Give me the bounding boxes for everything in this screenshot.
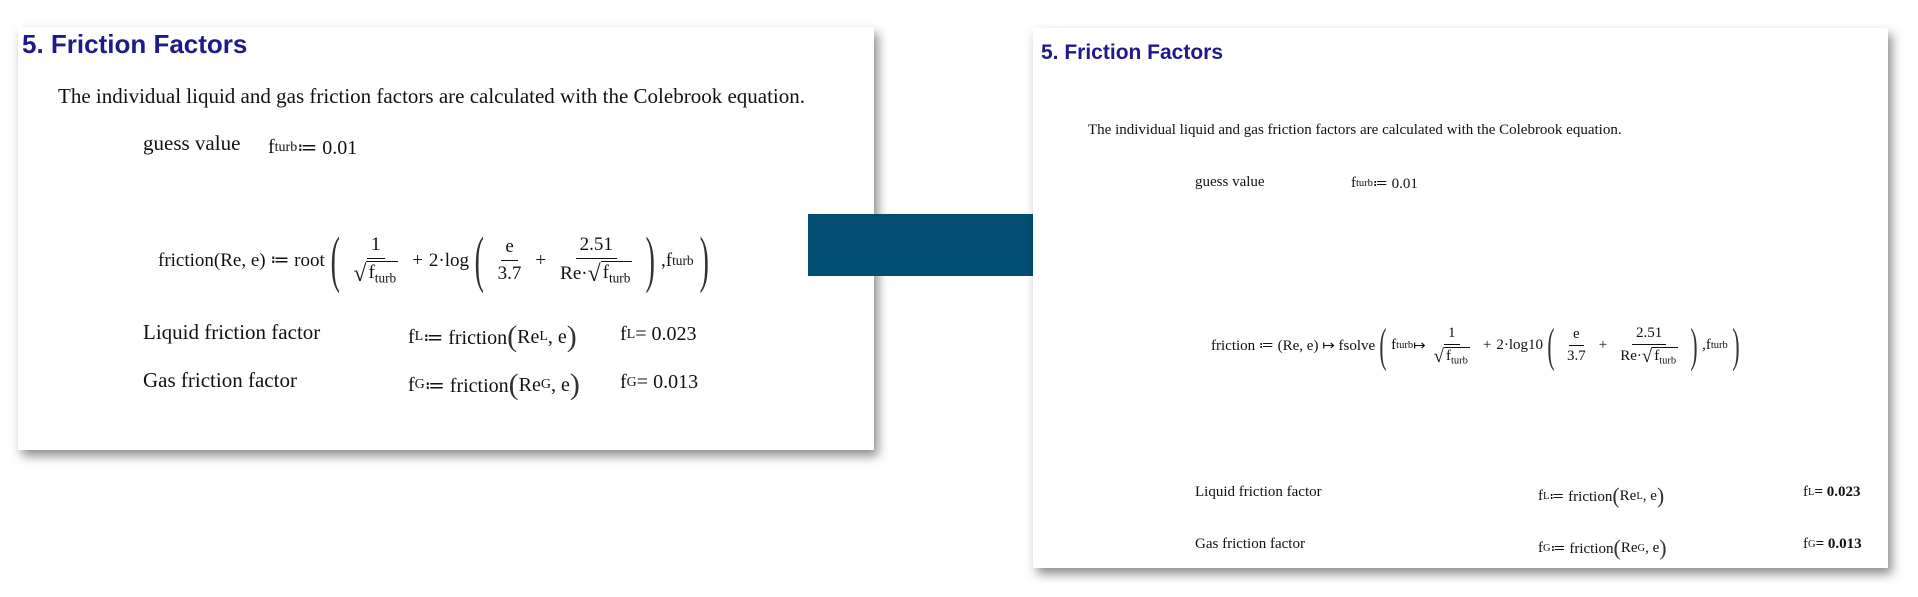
e-over-3-7: e 3.7 xyxy=(1567,326,1586,364)
f-symbol: f xyxy=(268,136,275,158)
2-51-fraction: 2.51 Re·√fturb xyxy=(560,234,633,288)
gas-friction-label: Gas friction factor xyxy=(1195,536,1305,552)
friction-function-definition[interactable]: friction(Re, e) ≔ root ( 1 √fturb + 2·lo… xyxy=(158,226,709,294)
2-51-fraction: 2.51 Re·√fturb xyxy=(1620,324,1679,367)
guess-assign: ≔ 0.01 xyxy=(297,137,358,159)
liquid-friction-label: Liquid friction factor xyxy=(1195,484,1322,500)
e-over-3-7: e 3.7 xyxy=(497,236,522,284)
one-over-sqrt-f: 1 √fturb xyxy=(353,234,399,288)
gas-friction-label: Gas friction factor xyxy=(143,368,297,392)
right-arrow-icon xyxy=(808,184,1096,306)
section-heading: 5. Friction Factors xyxy=(1041,41,1224,64)
intro-text: The individual liquid and gas friction f… xyxy=(58,84,806,108)
one-over-sqrt-f: 1 √fturb xyxy=(1433,324,1470,367)
intro-text: The individual liquid and gas friction f… xyxy=(1088,122,1622,138)
section-heading: 5. Friction Factors xyxy=(22,29,248,59)
right-worksheet-panel: 5. Friction Factors The individual liqui… xyxy=(1033,28,1888,568)
guess-value-label: guess value xyxy=(143,131,241,155)
guess-value-label: guess value xyxy=(1195,174,1265,190)
liquid-friction-label: Liquid friction factor xyxy=(143,320,321,344)
func-lhs: friction(Re, e) ≔ root xyxy=(158,250,325,271)
left-worksheet-panel: 5. Friction Factors The individual liqui… xyxy=(18,27,874,450)
turb-subscript: turb xyxy=(274,139,298,155)
